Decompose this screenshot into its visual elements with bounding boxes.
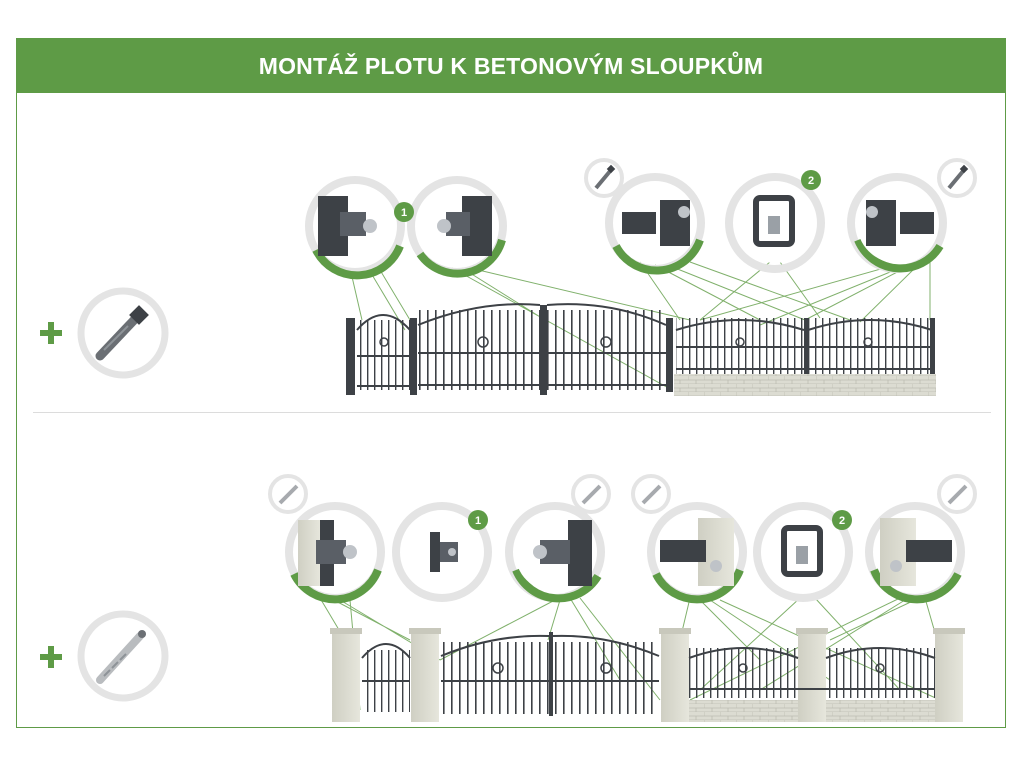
bottom-hinge-circle-c <box>505 502 605 603</box>
top-clamp-circle-a <box>605 173 705 275</box>
anchor-icon <box>268 474 308 514</box>
badge-label: 2 <box>839 515 845 527</box>
wall-plug-anchor-icon <box>77 610 169 702</box>
top-clamp-circle-c <box>847 173 947 273</box>
bottom-fence <box>330 628 965 722</box>
self-drilling-screw-icon <box>77 287 169 379</box>
badge-label: 2 <box>808 175 814 187</box>
anchor-icon <box>937 474 977 514</box>
badge-label: 1 <box>401 207 407 219</box>
top-clamp-circle-b <box>725 173 825 273</box>
top-plus-sign <box>40 322 62 344</box>
top-badge-2: 2 <box>801 170 821 190</box>
badge-label: 1 <box>475 515 481 527</box>
bottom-clamp-circle-c <box>865 502 965 604</box>
bottom-badge-2: 2 <box>832 510 852 530</box>
anchor-icon <box>631 474 671 514</box>
bottom-plus-sign <box>40 646 62 668</box>
top-hinge-circle-a <box>305 176 405 280</box>
top-fence <box>346 303 936 396</box>
top-hinge-circle-b <box>407 176 507 278</box>
anchor-icon <box>571 474 611 514</box>
bottom-clamp-circle-b <box>753 502 853 602</box>
top-badge-1: 1 <box>394 202 414 222</box>
page-title: MONTÁŽ PLOTU K BETONOVÝM SLOUPKŮM <box>258 52 764 79</box>
bottom-clamp-circle-a <box>647 502 747 604</box>
header-bar: MONTÁŽ PLOTU K BETONOVÝM SLOUPKŮM <box>17 39 1005 93</box>
bottom-hinge-circle-a <box>285 502 385 604</box>
bottom-badge-1: 1 <box>468 510 488 530</box>
screw-icon <box>584 158 624 198</box>
bottom-hinge-circle-b <box>392 502 492 602</box>
screw-icon <box>937 158 977 198</box>
section-divider <box>33 412 991 413</box>
